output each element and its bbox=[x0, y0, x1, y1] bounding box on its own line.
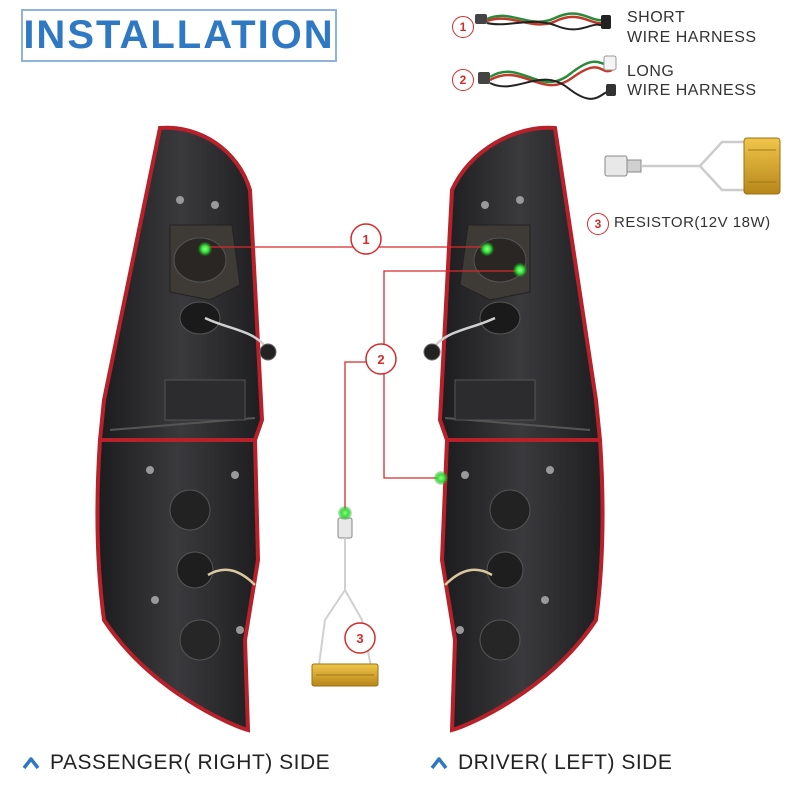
connector-highlight-driver-1 bbox=[480, 242, 494, 256]
short-wire-harness-image bbox=[475, 12, 611, 31]
legend-short-line1: SHORT bbox=[627, 9, 686, 26]
passenger-side-text: PASSENGER( RIGHT) SIDE bbox=[50, 751, 331, 774]
connector-highlight-driver-lower bbox=[434, 471, 448, 485]
long-wire-harness-image bbox=[478, 55, 617, 100]
chevron-up-icon bbox=[430, 757, 448, 770]
callout-2-label: 2 bbox=[377, 352, 384, 367]
callout-badge-3: 3 bbox=[344, 622, 376, 654]
callout-3-label: 3 bbox=[356, 631, 363, 646]
legend-long-line1: LONG bbox=[627, 63, 675, 80]
driver-side-text: DRIVER( LEFT) SIDE bbox=[458, 751, 673, 774]
driver-side-tail-lamp bbox=[423, 125, 605, 733]
legend-number-3: 3 bbox=[587, 213, 609, 235]
connector-highlight-driver-2 bbox=[513, 263, 527, 277]
connector-highlight-resistor bbox=[338, 506, 352, 520]
legend-short-line2: WIRE HARNESS bbox=[627, 29, 757, 46]
chevron-up-icon bbox=[22, 757, 40, 770]
callout-badge-2: 2 bbox=[365, 343, 397, 375]
legend-number-2: 2 bbox=[452, 69, 474, 91]
callout-badge-1: 1 bbox=[350, 223, 382, 255]
title-box: INSTALLATION bbox=[21, 9, 337, 62]
resistor-wire-assembly bbox=[311, 517, 379, 687]
passenger-side-tail-lamp bbox=[95, 125, 277, 733]
page-title: INSTALLATION bbox=[23, 13, 335, 57]
driver-side-label: DRIVER( LEFT) SIDE bbox=[430, 748, 672, 778]
callout-1-label: 1 bbox=[362, 232, 369, 247]
legend-resistor-label: RESISTOR(12V 18W) bbox=[614, 214, 771, 231]
resistor-legend-image bbox=[604, 137, 781, 195]
legend-long-line2: WIRE HARNESS bbox=[627, 82, 757, 99]
passenger-side-label: PASSENGER( RIGHT) SIDE bbox=[22, 748, 330, 778]
connector-highlight-passenger-1 bbox=[198, 242, 212, 256]
legend-number-1: 1 bbox=[452, 16, 474, 38]
